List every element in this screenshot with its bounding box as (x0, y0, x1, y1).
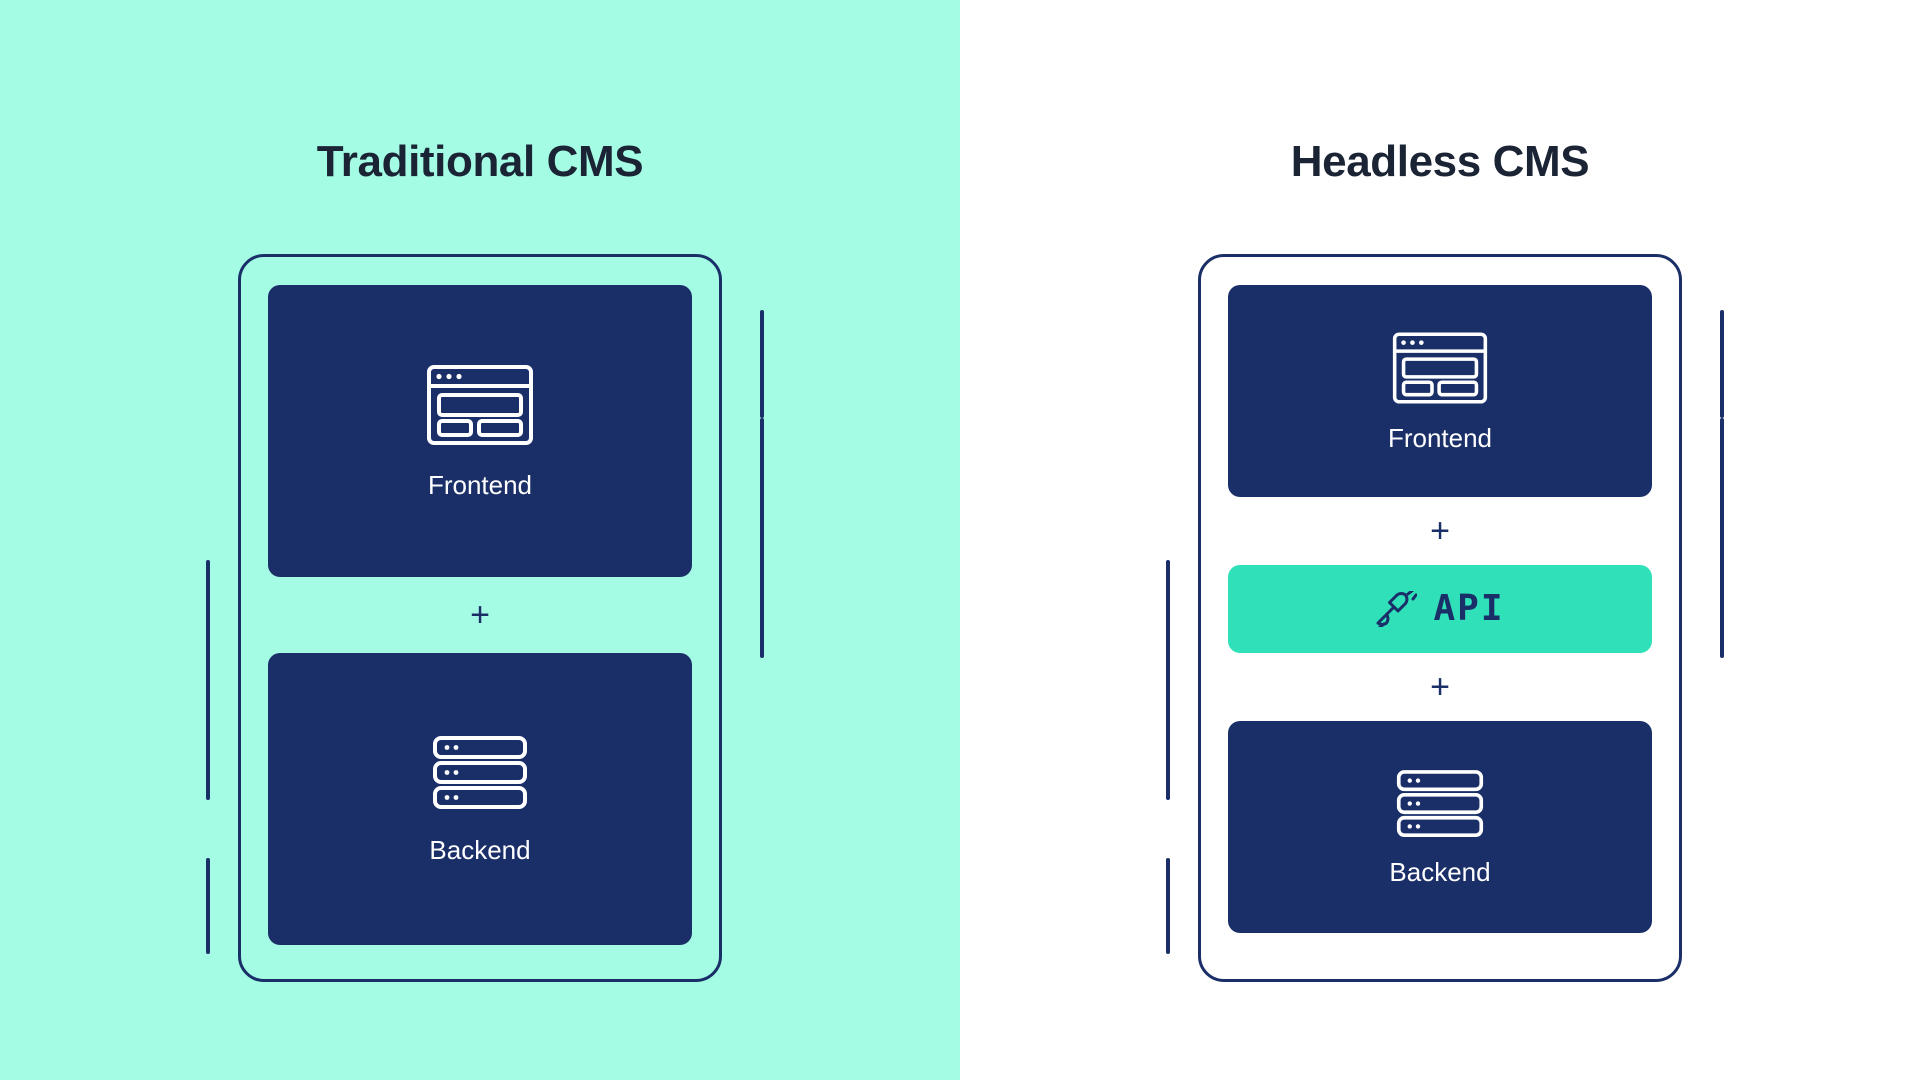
panel-traditional-cms: Traditional CMS (0, 0, 960, 1080)
block-label-backend: Backend (429, 835, 531, 865)
decorative-rule-left-short (1166, 858, 1170, 954)
panel-headless-cms: Headless CMS (960, 0, 1920, 1080)
page-title-traditional: Traditional CMS (316, 137, 644, 186)
block-label-frontend: Frontend (427, 470, 533, 500)
separator-plus: + (470, 596, 490, 634)
block-frontend-traditional: Frontend (268, 285, 692, 577)
browser-window-icon (1392, 331, 1488, 405)
decorative-rule-right-short (760, 310, 764, 418)
block-label-frontend: Frontend (1387, 423, 1493, 453)
decorative-rule-right-short (1720, 310, 1724, 418)
server-stack-icon (432, 735, 528, 811)
separator-plus: + (1430, 668, 1450, 706)
browser-window-icon (426, 364, 534, 446)
block-backend-headless: Backend (1228, 721, 1652, 933)
decorative-rule-left-long (206, 560, 210, 800)
page-title-headless: Headless CMS (1290, 137, 1590, 186)
block-label-api: API (1433, 588, 1505, 629)
block-frontend-headless: Frontend (1228, 285, 1652, 497)
decorative-rule-left-long (1166, 560, 1170, 800)
block-label-backend: Backend (1389, 857, 1491, 887)
decorative-rule-right-long (760, 418, 764, 658)
headless-cms-frame: Frontend + A (1198, 254, 1682, 982)
decorative-rule-left-short (206, 858, 210, 954)
traditional-cms-frame: Frontend + (238, 254, 722, 982)
block-backend-traditional: Backend (268, 653, 692, 945)
block-api-headless: API (1228, 565, 1652, 653)
separator-plus: + (1430, 512, 1450, 550)
server-stack-icon (1396, 769, 1484, 839)
plug-connector-icon (1375, 588, 1418, 630)
decorative-rule-right-long (1720, 418, 1724, 658)
